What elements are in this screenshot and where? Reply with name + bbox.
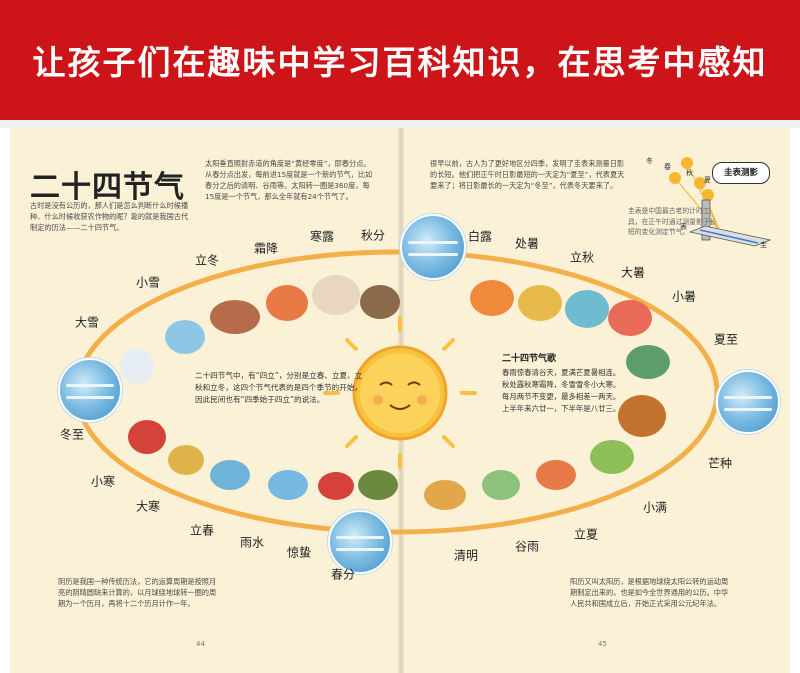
- term-label: 立春: [189, 523, 215, 538]
- gnomon-label-gui: 圭: [760, 241, 767, 249]
- term-label: 立冬: [194, 253, 220, 268]
- page-title: 二十四节气: [30, 170, 185, 205]
- illustration-frost: [266, 285, 308, 321]
- banner-slogan: 让孩子们在趣味中学习百科知识，在思考中感知: [32, 43, 768, 82]
- illustration-end-heat: [470, 280, 514, 316]
- gnomon-label-table: 表: [680, 223, 687, 231]
- earth-globe-right: [716, 370, 780, 434]
- earth-globe-top: [400, 214, 466, 280]
- earth-globe-left: [58, 358, 122, 422]
- illustration-minor-heat: [608, 300, 652, 336]
- top-banner: [0, 0, 800, 120]
- term-label: 大雪: [74, 315, 100, 330]
- term-label: 惊蛰: [286, 545, 312, 560]
- illustration-heavy-snow: [120, 348, 154, 384]
- term-label: 小暑: [671, 289, 697, 304]
- illustration-grain-full: [590, 440, 634, 474]
- illustration-start-winter: [210, 300, 260, 334]
- gnomon-label-autumn: 秋: [686, 169, 693, 177]
- song-line: 春雨惊春清谷天，夏满芒夏暑相连。: [502, 368, 621, 377]
- term-label: 冬至: [59, 427, 85, 442]
- illustration-start-autumn: [518, 285, 562, 321]
- gnomon-note: 圭表是中国最古老的计时工具，在正午时通过测量影子长短的变化测定节气。: [628, 207, 717, 236]
- term-label: 立夏: [573, 527, 599, 542]
- term-label: 寒露: [309, 229, 335, 244]
- gnomon-paragraph: 很早以前，古人为了更好地区分四季，发明了圭表来测量日影的长短。他们把正午时日影最…: [430, 159, 625, 190]
- term-label: 大寒: [135, 499, 161, 514]
- illustration-cold-dew: [312, 275, 360, 315]
- term-label: 霜降: [253, 241, 279, 256]
- term-label: 谷雨: [514, 539, 540, 554]
- illustration-insects: [318, 472, 354, 500]
- illustration-start-spring: [210, 460, 250, 490]
- term-label: 小雪: [135, 275, 161, 290]
- ecliptic-paragraph: 太阳垂直照射赤道的角度是“黄经零度”，即春分点。从春分点出发，每前进15度就是一…: [205, 159, 373, 201]
- term-label: 大暑: [620, 265, 646, 280]
- term-label: 小满: [642, 500, 668, 515]
- song-line: 上半年来六廿一，下半年是八廿三。: [502, 404, 621, 413]
- illustration-start-summer: [536, 460, 576, 490]
- illustration-light-snow: [165, 320, 205, 354]
- term-label: 夏至: [713, 332, 739, 347]
- term-label: 立秋: [569, 250, 595, 265]
- song-title: 二十四节气歌: [502, 354, 557, 364]
- gnomon-label-summer: 夏: [704, 176, 711, 184]
- gnomon-badge: 圭表测影: [712, 162, 770, 184]
- term-label: 小寒: [90, 474, 116, 489]
- sun-face-icon: [352, 345, 448, 441]
- illustration-grain-in-ear: [618, 395, 666, 437]
- gnomon-label-winter: 冬: [646, 157, 653, 165]
- term-label: 春分: [330, 567, 356, 582]
- lunar-calendar-paragraph: 阴历是我国一种传统历法，它的运算周期是按照月亮的阴晴圆缺来计算的，以月球绕地球转…: [58, 577, 217, 608]
- illustration-major-heat: [565, 290, 609, 328]
- song-lines: 春雨惊春清谷天，夏满芒夏暑相连。 秋处露秋寒霜降，冬雪雪冬小大寒。 每月两节不变…: [502, 367, 672, 415]
- four-starts-paragraph: 二十四节气中，有“四立”，分别是立春、立夏、立秋和立冬，这四个节气代表的是四个季…: [195, 371, 363, 404]
- illustration-summer-solstice: [626, 345, 670, 379]
- illustration-grain-rain: [482, 470, 520, 500]
- sun-rays-icon: [323, 316, 477, 469]
- term-label: 芒种: [707, 456, 733, 471]
- earth-globe-bottom: [328, 510, 392, 574]
- intro-paragraph: 古时是没有公历的，那人们是怎么判断什么时候播种、什么时候收获农作物的呢？靠的就是…: [30, 201, 189, 232]
- page-number-right: 45: [598, 640, 607, 648]
- gnomon-diagram-icon: [669, 157, 772, 247]
- illustration-spring-equinox: [358, 470, 398, 500]
- solar-calendar-paragraph: 阳历又叫太阳历，是根据地球绕太阳公转的运动周期制定出来的，也是如今全世界通用的公…: [570, 577, 729, 608]
- term-label: 清明: [453, 548, 479, 563]
- song-line: 秋处露秋寒霜降，冬雪雪冬小大寒。: [502, 380, 621, 389]
- page-number-left: 44: [196, 640, 205, 648]
- page-edge-right: [790, 128, 800, 673]
- term-label: 处暑: [514, 236, 540, 251]
- illustration-major-cold: [168, 445, 204, 475]
- illustration-rain-water: [268, 470, 308, 500]
- term-label: 秋分: [360, 228, 386, 243]
- song-line: 每月两节不变更，最多相差一两天。: [502, 392, 621, 401]
- term-label: 雨水: [239, 535, 265, 550]
- illustration-clear-bright: [424, 480, 466, 510]
- illustration-minor-cold: [128, 420, 166, 454]
- gnomon-label-spring: 春: [664, 163, 671, 171]
- illustration-autumn: [360, 285, 400, 319]
- term-label: 白露: [467, 229, 493, 244]
- page-edge-left: [0, 128, 10, 673]
